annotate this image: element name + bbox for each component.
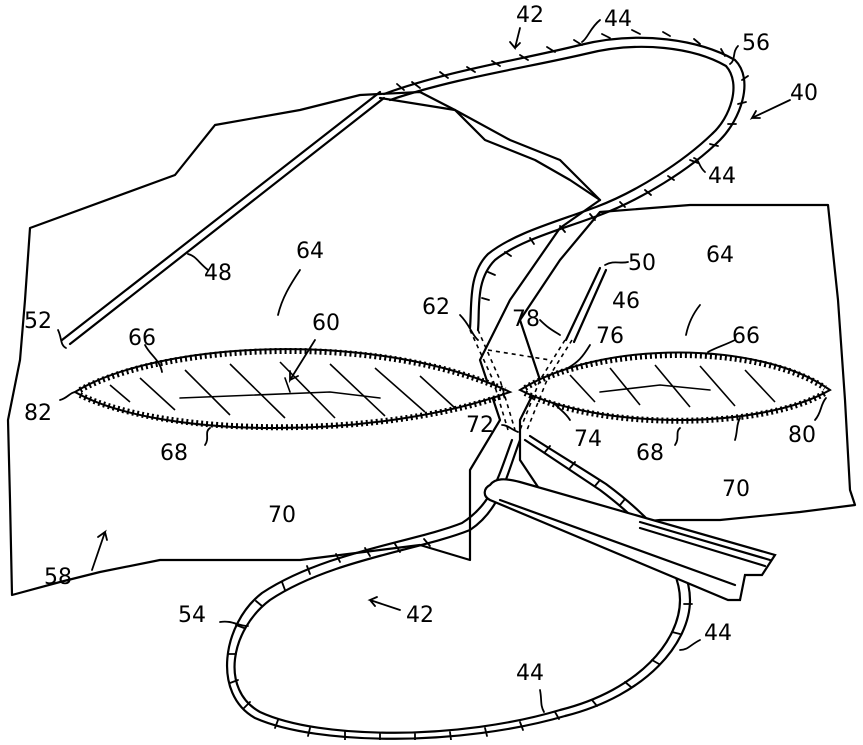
label-46: 46 (612, 289, 640, 314)
label-70-right: 70 (722, 477, 750, 502)
label-74: 74 (574, 427, 602, 452)
label-62: 62 (422, 295, 450, 320)
label-64-right: 64 (706, 243, 734, 268)
label-44-right: 44 (708, 164, 736, 189)
label-72: 72 (466, 413, 494, 438)
label-60: 60 (312, 311, 340, 336)
label-80: 80 (788, 423, 816, 448)
label-48: 48 (204, 261, 232, 286)
label-66-right: 66 (732, 324, 760, 349)
label-50: 50 (628, 251, 656, 276)
label-78: 78 (512, 307, 540, 332)
label-44-bottom-right: 44 (704, 621, 732, 646)
label-68-left: 68 (160, 441, 188, 466)
label-54: 54 (178, 603, 206, 628)
label-76: 76 (596, 324, 624, 349)
label-64-left: 64 (296, 239, 324, 264)
label-42-top: 42 (516, 3, 544, 28)
label-56: 56 (742, 31, 770, 56)
label-68-right: 68 (636, 441, 664, 466)
label-40: 40 (790, 81, 818, 106)
label-52: 52 (24, 309, 52, 334)
label-70-left: 70 (268, 503, 296, 528)
label-82: 82 (24, 401, 52, 426)
label-58: 58 (44, 565, 72, 590)
label-42-bottom: 42 (406, 603, 434, 628)
label-66-left: 66 (128, 326, 156, 351)
label-44-top: 44 (604, 7, 632, 32)
tissue-left (8, 92, 600, 595)
label-44-bottom: 44 (516, 661, 544, 686)
